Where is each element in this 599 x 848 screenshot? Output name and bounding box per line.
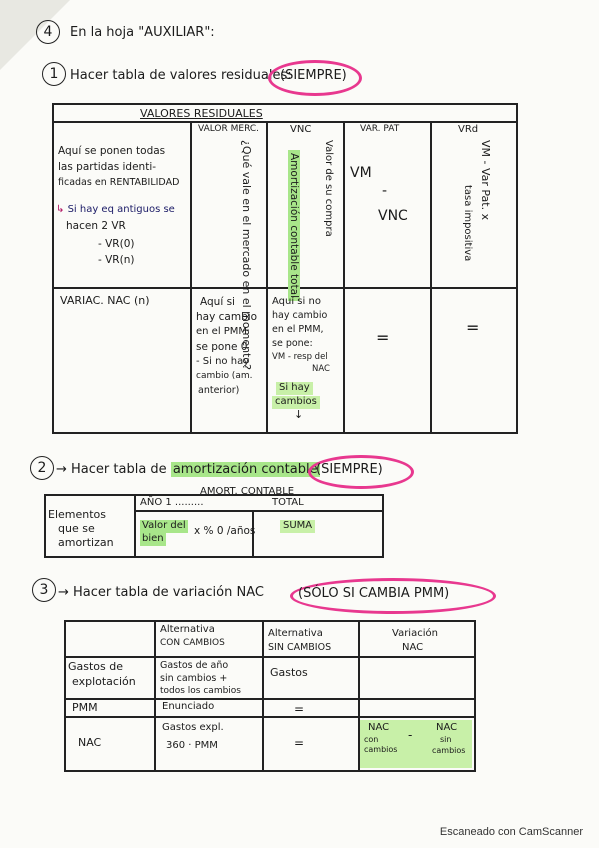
table2-row-label-1: Elementos (48, 508, 107, 521)
col-var-pat: VAR. PAT (360, 124, 400, 134)
table3-row2-sin: = (294, 702, 305, 716)
table2-title: AMORT. CONTABLE (200, 486, 295, 497)
section2-number: 2 (30, 456, 54, 480)
section3-title: → Hacer tabla de variación NAC (58, 585, 264, 600)
vnc-vertical-b: Amortización contable total (288, 150, 300, 302)
header-title: En la hoja "AUXILIAR": (70, 25, 215, 40)
table3-row1-con-2: sin cambios + (160, 673, 228, 684)
table3-row3-sin: = (294, 736, 305, 750)
table2-cell-value-1: Valor del (140, 520, 188, 533)
table3-row3-con-1: Gastos expl. (162, 722, 224, 733)
section1-title: Hacer tabla de valores residuales: (70, 68, 292, 83)
section3-tag-oval (290, 578, 496, 614)
table3-row1-label-1: Gastos de (68, 660, 124, 673)
vnc-vertical-a: Valor de su compra (323, 140, 334, 237)
row1-item-vrn: - VR(n) (98, 254, 135, 266)
row2-label: VARIAC. NAC (n) (60, 294, 150, 307)
table3-head-con-2: CON CAMBIOS (160, 638, 225, 648)
table3-row1-label-2: explotación (72, 675, 136, 688)
scanner-footer: Escaneado con CamScanner (439, 826, 583, 838)
section2-tag-oval (308, 455, 414, 489)
row2-vrd: = (466, 318, 480, 337)
section2-tag: (SIEMPRE) (316, 462, 383, 477)
table2-cell-value-2: bien (140, 533, 166, 546)
row1-note-line2: hacen 2 VR (66, 220, 126, 232)
table1-title: VALORES RESIDUALES (140, 107, 263, 120)
table2-row-label-3: amortizan (58, 536, 114, 549)
row1-item-vr0: - VR(0) (98, 238, 135, 250)
vrd-vertical-a: VM - Var Pat. x (479, 140, 492, 221)
table3-head-sin-1: Alternativa (268, 628, 323, 639)
col-vnc: VNC (290, 124, 312, 135)
section1-tag: (SIEMPRE) (280, 68, 347, 83)
table3-row2-con: Enunciado (162, 701, 215, 712)
row1-label-line3: ficadas en RENTABILIDAD (58, 177, 180, 188)
table3-row1-sin: Gastos (270, 666, 308, 679)
section3-tag: (SÓLO SI CAMBIA PMM) (298, 586, 450, 601)
row1-label-line2: las partidas identi- (58, 161, 157, 173)
row2-var-pat: = (376, 328, 390, 347)
table3-row3-label: NAC (78, 736, 102, 749)
table2-col-year1: AÑO 1 ......... (140, 497, 204, 508)
table3-row1-con-3: todos los cambios (160, 686, 241, 696)
table3-row3-var: NAC con cambios - NAC sin cambios (360, 720, 472, 768)
row1-note-line1: ↳ Si hay eq antiguos se (56, 204, 175, 215)
vrd-vertical-b: tasa impositiva (462, 185, 473, 262)
section2-title-highlight: amortización contable (170, 462, 320, 477)
header-number: 4 (36, 20, 60, 44)
col-vrd: VRd (458, 124, 479, 135)
table2-row-label-2: que se (58, 522, 95, 535)
section1-tag-oval (268, 60, 362, 96)
var-pat-vnc: VNC (378, 208, 408, 224)
table2-cell-total: SUMA (280, 520, 316, 533)
section3-number: 3 (32, 578, 56, 602)
table3-row3-con-2: 360 · PMM (166, 740, 218, 751)
table3-row1-con-1: Gastos de año (160, 660, 229, 671)
section2-title: → Hacer tabla de amortización contable (56, 462, 320, 477)
var-pat-vm: VM (350, 165, 372, 181)
table3-head-con-1: Alternativa (160, 624, 215, 635)
section1-number: 1 (42, 62, 66, 86)
var-pat-dash: - (382, 183, 388, 199)
down-arrow-icon: ↓ (294, 408, 304, 421)
row1-label-line1: Aquí se ponen todas (58, 145, 166, 157)
col-valor-merc: VALOR MERC. (198, 124, 260, 134)
table2-cell-formula: x % 0 /años (194, 525, 256, 537)
table3-head-var-1: Variación (392, 628, 438, 639)
table2-col-total: TOTAL (272, 497, 304, 508)
table3-head-sin-2: SIN CAMBIOS (268, 642, 332, 653)
table3-head-var-2: NAC (402, 642, 424, 653)
table3-row2-label: PMM (72, 701, 98, 714)
